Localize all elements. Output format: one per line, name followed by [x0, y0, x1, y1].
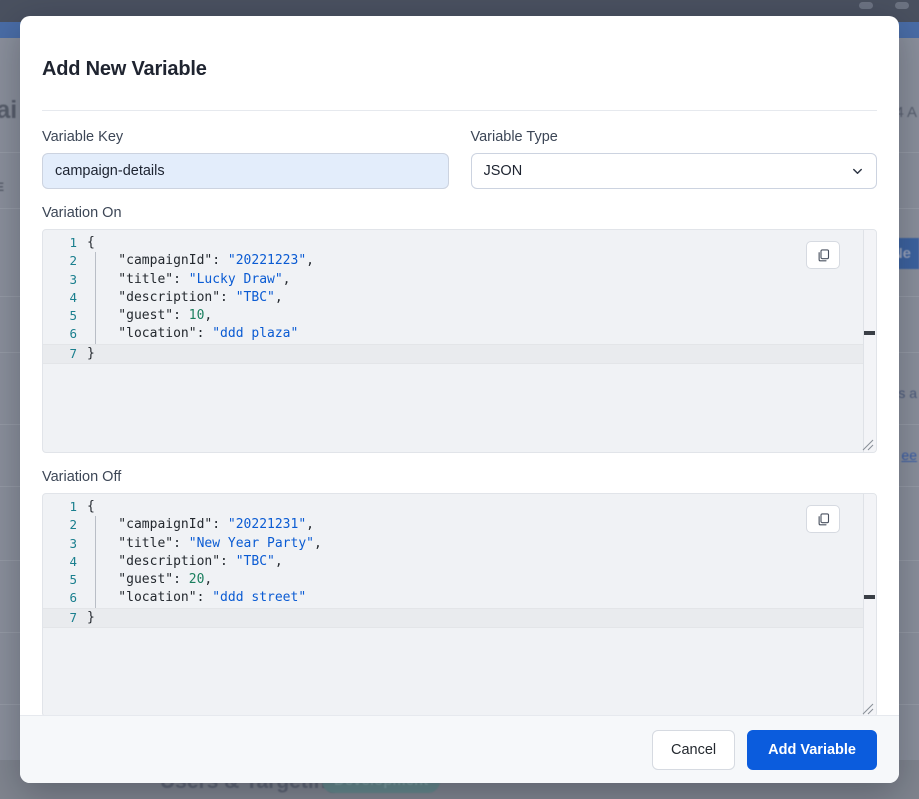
code-text: } — [87, 609, 95, 625]
code-line: 7} — [43, 343, 876, 365]
code-line: 4 "description": "TBC", — [43, 289, 876, 307]
backdrop-accent-left — [0, 22, 22, 38]
code-text: "guest": 10, — [87, 308, 213, 324]
variation-off-editor[interactable]: 1{2 "campaignId": "20221231",3 "title": … — [42, 493, 877, 715]
copy-icon[interactable] — [806, 241, 840, 269]
backdrop-topbar-pill-2 — [895, 2, 909, 9]
code-text: "description": "TBC", — [87, 553, 283, 569]
variable-type-field-group: Variable Type StringNumberBooleanJSON — [470, 129, 877, 189]
variation-on-label: Variation On — [42, 205, 122, 221]
editor-scrollbar-thumb[interactable] — [864, 331, 875, 335]
code-line: 1{ — [43, 498, 876, 516]
code-line: 2 "campaignId": "20221231", — [43, 516, 876, 534]
variation-on-code[interactable]: 1{2 "campaignId": "20221223",3 "title": … — [43, 230, 876, 365]
variation-on-block: Variation On 1{2 "campaignId": "20221223… — [42, 205, 877, 453]
line-number: 2 — [69, 517, 77, 533]
line-number: 6 — [69, 326, 77, 342]
backdrop-description-text: is a — [895, 385, 917, 401]
code-text: } — [87, 345, 95, 361]
line-number: 1 — [69, 235, 77, 250]
copy-icon[interactable] — [806, 505, 840, 533]
line-number: 5 — [69, 308, 77, 324]
code-line: 7} — [43, 607, 876, 629]
variable-key-label: Variable Key — [42, 129, 124, 145]
code-line: 6 "location": "ddd plaza" — [43, 325, 876, 343]
editor-scrollbar-thumb[interactable] — [864, 595, 875, 599]
variable-type-select[interactable]: StringNumberBooleanJSON — [470, 153, 877, 189]
code-text: { — [87, 499, 95, 514]
resize-grip[interactable] — [860, 437, 874, 451]
line-number: 3 — [69, 271, 77, 287]
line-number: 1 — [69, 499, 77, 514]
code-line: 1{ — [43, 234, 876, 252]
line-number: 6 — [69, 590, 77, 606]
editor-scrollbar[interactable] — [863, 494, 876, 715]
code-line: 5 "guest": 10, — [43, 307, 876, 325]
code-line: 4 "description": "TBC", — [43, 553, 876, 571]
variable-type-label: Variable Type — [470, 129, 558, 145]
variable-key-field-group: Variable Key — [42, 129, 449, 189]
add-variable-modal: Add New Variable Variable Key Variable T… — [20, 16, 899, 783]
code-line: 3 "title": "New Year Party", — [43, 535, 876, 553]
variation-off-code[interactable]: 1{2 "campaignId": "20221231",3 "title": … — [43, 494, 876, 629]
resize-grip[interactable] — [860, 701, 874, 715]
add-variable-button[interactable]: Add Variable — [747, 729, 877, 770]
code-line: 2 "campaignId": "20221223", — [43, 252, 876, 270]
form-top-row: Variable Key Variable Type StringNumberB… — [42, 129, 877, 189]
modal-footer: Cancel Add Variable — [20, 715, 899, 783]
code-text: { — [87, 235, 95, 250]
title-divider — [42, 110, 877, 111]
indent-guide — [95, 516, 96, 608]
line-number: 2 — [69, 253, 77, 269]
line-number: 3 — [69, 535, 77, 551]
variable-type-select-wrap: StringNumberBooleanJSON — [470, 153, 877, 189]
line-number: 5 — [69, 572, 77, 588]
line-number: 4 — [69, 289, 77, 305]
code-text: "location": "ddd street" — [87, 590, 307, 606]
code-text: "title": "New Year Party", — [87, 535, 322, 551]
page-title: Add New Variable — [42, 58, 207, 80]
variation-off-block: Variation Off 1{2 "campaignId": "2022123… — [42, 469, 877, 715]
backdrop-see-link: ee — [901, 447, 917, 463]
line-number: 7 — [69, 345, 77, 361]
variation-on-editor[interactable]: 1{2 "campaignId": "20221223",3 "title": … — [42, 229, 877, 453]
line-number: 7 — [69, 609, 77, 625]
indent-guide — [95, 252, 96, 344]
code-line: 3 "title": "Lucky Draw", — [43, 271, 876, 289]
variation-off-label: Variation Off — [42, 469, 122, 485]
backdrop-count-text: 4 A — [895, 104, 917, 121]
code-line: 6 "location": "ddd street" — [43, 589, 876, 607]
code-line: 5 "guest": 20, — [43, 571, 876, 589]
editor-scrollbar[interactable] — [863, 230, 876, 452]
backdrop-detail-heading: tai — [0, 96, 18, 124]
code-text: "location": "ddd plaza" — [87, 326, 299, 342]
backdrop-topbar-pill-1 — [859, 2, 873, 9]
code-text: "campaignId": "20221231", — [87, 517, 314, 533]
cancel-button[interactable]: Cancel — [652, 729, 736, 770]
variable-key-input[interactable] — [42, 153, 449, 189]
code-text: "campaignId": "20221223", — [87, 253, 314, 269]
backdrop-env-label: E — [0, 180, 5, 194]
code-text: "description": "TBC", — [87, 289, 283, 305]
modal-body: Add New Variable Variable Key Variable T… — [20, 16, 899, 715]
line-number: 4 — [69, 553, 77, 569]
code-text: "guest": 20, — [87, 572, 213, 588]
code-text: "title": "Lucky Draw", — [87, 271, 291, 287]
